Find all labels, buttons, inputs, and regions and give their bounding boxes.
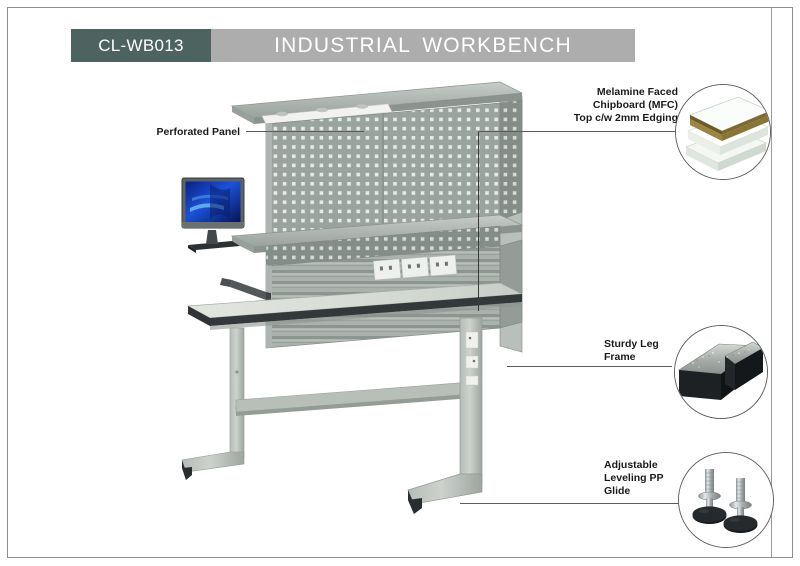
leader-line-mfc-vertical <box>478 131 479 311</box>
page-inner-right-rule <box>771 8 772 557</box>
workbench-illustration <box>170 60 590 530</box>
product-code-box: CL-WB013 <box>71 29 211 62</box>
monitor-on-swing-arm <box>181 177 271 301</box>
perforated-panel <box>265 99 523 239</box>
callout-glide-label: Adjustable Leveling PP Glide <box>604 459 680 498</box>
page-title: INDUSTRIAL WORKBENCH <box>274 33 572 57</box>
callout-mfc-line3: Top c/w 2mm Edging <box>573 112 678 124</box>
strip-light <box>261 103 393 125</box>
leader-line-perforated-panel <box>246 131 364 132</box>
photo-mfc-board-sample <box>675 84 771 180</box>
leg-frame-rear <box>181 327 245 480</box>
power-socket-strip <box>372 254 458 281</box>
page-title-box: INDUSTRIAL WORKBENCH <box>211 29 635 62</box>
callout-perforated-panel-label: Perforated Panel <box>156 126 240 138</box>
leader-line-mfc-horizontal <box>478 131 688 132</box>
callout-glide-line1: Adjustable <box>604 459 658 471</box>
callout-mfc-label: Melamine Faced Chipboard (MFC) Top c/w 2… <box>556 86 678 125</box>
callout-mfc-line2: Chipboard (MFC) <box>592 99 678 111</box>
callout-mfc-line1: Melamine Faced <box>596 86 678 98</box>
page-border <box>7 7 793 558</box>
product-code-text: CL-WB013 <box>98 35 184 55</box>
callout-glide-line3: Glide <box>604 485 631 497</box>
mfc-worktop <box>186 282 524 330</box>
callout-leg-line1: Sturdy Leg <box>604 338 659 350</box>
leader-line-leg-frame <box>507 366 672 367</box>
stretcher-rail <box>235 381 473 416</box>
photo-leveling-glides <box>678 452 774 548</box>
callout-glide-line2: Leveling PP <box>604 472 664 484</box>
leader-line-glide <box>460 503 686 504</box>
callout-leg-line2: Frame <box>604 351 636 363</box>
leg-frame-front <box>407 317 483 514</box>
callout-leg-frame-label: Sturdy Leg Frame <box>604 338 674 364</box>
photo-leg-tube-profile <box>674 325 768 419</box>
header-bar: CL-WB013 INDUSTRIAL WORKBENCH <box>71 29 635 62</box>
